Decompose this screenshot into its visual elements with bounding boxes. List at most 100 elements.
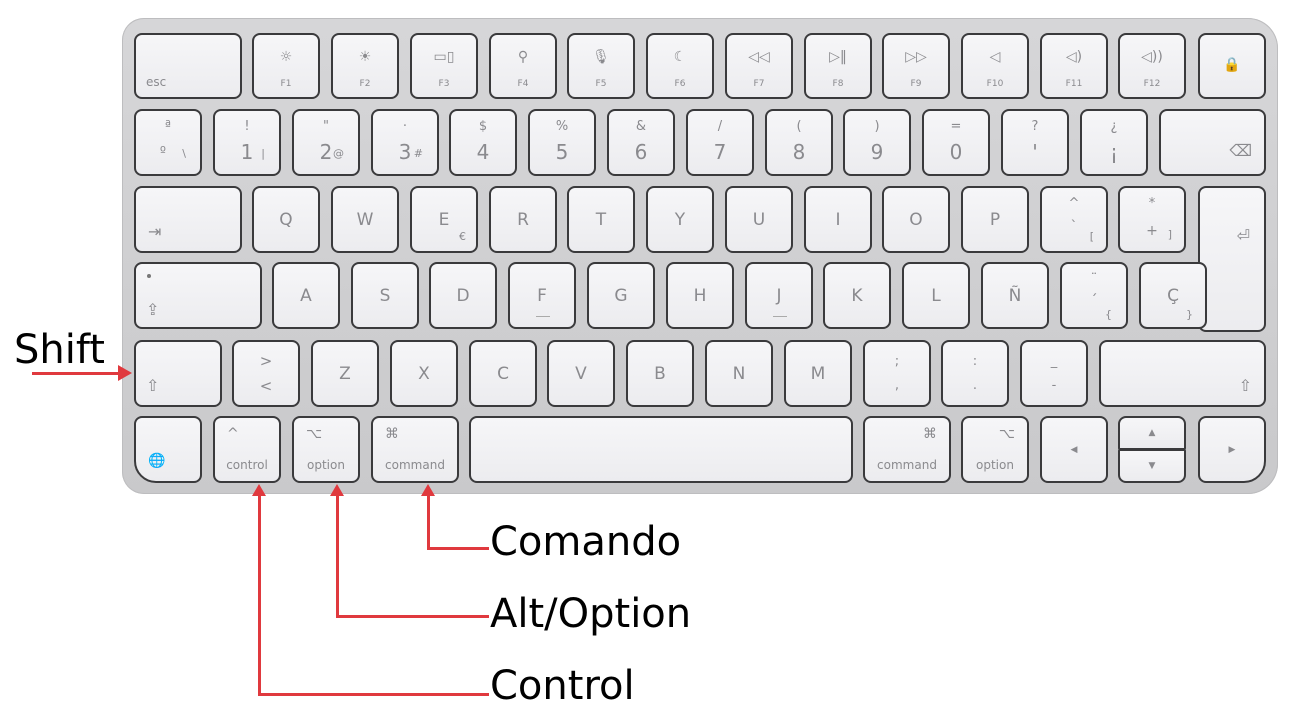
key-arrow-up[interactable]: ▲ — [1118, 416, 1186, 450]
key-underscore[interactable]: _- — [1020, 340, 1088, 407]
arrow-up-icon: ▲ — [1148, 428, 1156, 438]
key-bottom-char: - — [1051, 378, 1057, 393]
key-number-4[interactable]: $4 — [449, 109, 517, 176]
key-number-12[interactable]: ¿¡ — [1080, 109, 1148, 176]
key-f1[interactable]: ☼F1 — [252, 33, 320, 99]
key-caps-lock[interactable]: ⇪ — [134, 262, 262, 329]
key-c-cedilla[interactable]: Ç} — [1139, 262, 1207, 329]
key-angle-brackets[interactable]: >< — [232, 340, 300, 407]
key-shift-right[interactable]: ⇧ — [1099, 340, 1266, 407]
lock-icon: 🔒 — [1223, 57, 1241, 73]
key-s[interactable]: S — [351, 262, 419, 329]
key-colon[interactable]: :. — [941, 340, 1009, 407]
key-top-char: _ — [1050, 354, 1058, 369]
key-arrow-left[interactable]: ◀ — [1040, 416, 1108, 483]
key-letter: M — [810, 363, 826, 384]
key-tab[interactable]: ⇥ — [134, 186, 242, 253]
key-option-left[interactable]: ⌥option — [292, 416, 360, 483]
key-arrow-down[interactable]: ▼ — [1118, 449, 1186, 483]
key-number-2[interactable]: "2@ — [292, 109, 360, 176]
key-f2[interactable]: ☀F2 — [331, 33, 399, 99]
key-lock[interactable]: 🔒 — [1198, 33, 1266, 99]
key-q[interactable]: Q — [252, 186, 320, 253]
key-letter: P — [989, 209, 1001, 230]
key-option-right[interactable]: ⌥option — [961, 416, 1029, 483]
key-grave-bracket[interactable]: ^`[ — [1040, 186, 1108, 253]
key-f6[interactable]: ☾F6 — [646, 33, 714, 99]
key-top-char: ; — [894, 354, 900, 369]
key-number-9[interactable]: )9 — [843, 109, 911, 176]
key-bottom-char: º — [159, 145, 167, 160]
key-x[interactable]: X — [390, 340, 458, 407]
key-f[interactable]: F — [508, 262, 576, 329]
key-r[interactable]: R — [489, 186, 557, 253]
key-globe[interactable]: 🌐 — [134, 416, 202, 483]
arrow-left-icon: ◀ — [1070, 444, 1078, 455]
key-plus-bracket[interactable]: *+] — [1118, 186, 1186, 253]
key-shift-left[interactable]: ⇧ — [134, 340, 222, 407]
key-t[interactable]: T — [567, 186, 635, 253]
option-symbol-icon: ⌥ — [306, 426, 323, 442]
key-accent-brace[interactable]: ¨´{ — [1060, 262, 1128, 329]
key-f5[interactable]: 🎙F5 — [567, 33, 635, 99]
key-top-char: ¨ — [1090, 272, 1098, 287]
key-number-5[interactable]: %5 — [528, 109, 596, 176]
key-b[interactable]: B — [626, 340, 694, 407]
command-symbol-icon: ⌘ — [923, 426, 937, 442]
key-bottom-char: ¡ — [1109, 140, 1119, 164]
key-command-right[interactable]: ⌘command — [863, 416, 951, 483]
key-y[interactable]: Y — [646, 186, 714, 253]
key-return[interactable]: ⏎ — [1198, 186, 1266, 332]
key-m[interactable]: M — [784, 340, 852, 407]
key-j[interactable]: J — [745, 262, 813, 329]
key-p[interactable]: P — [961, 186, 1029, 253]
key-i[interactable]: I — [804, 186, 872, 253]
key-number-11[interactable]: ?' — [1001, 109, 1069, 176]
key-control[interactable]: ^control — [213, 416, 281, 483]
key-n[interactable]: N — [705, 340, 773, 407]
key-semicolon[interactable]: ;, — [863, 340, 931, 407]
key-number-1[interactable]: !1| — [213, 109, 281, 176]
key-arrow-right[interactable]: ▶ — [1198, 416, 1266, 483]
key-l[interactable]: L — [902, 262, 970, 329]
key-f8[interactable]: ▷‖F8 — [804, 33, 872, 99]
key-number-8[interactable]: (8 — [765, 109, 833, 176]
key-letter: L — [931, 285, 941, 306]
key-v[interactable]: V — [547, 340, 615, 407]
key-bottom-char: 2 — [319, 140, 333, 164]
key-alt-char: | — [261, 147, 265, 160]
caps-lock-indicator — [147, 274, 151, 278]
key-o[interactable]: O — [882, 186, 950, 253]
key-g[interactable]: G — [587, 262, 655, 329]
key-number-10[interactable]: =0 — [922, 109, 990, 176]
key-command-left[interactable]: ⌘command — [371, 416, 459, 483]
key-f12[interactable]: ◁))F12 — [1118, 33, 1186, 99]
key-f10[interactable]: ◁F10 — [961, 33, 1029, 99]
key-e[interactable]: E€ — [410, 186, 478, 253]
key-a[interactable]: A — [272, 262, 340, 329]
key-number-6[interactable]: &6 — [607, 109, 675, 176]
key-esc[interactable]: esc — [134, 33, 242, 99]
key-ñ[interactable]: Ñ — [981, 262, 1049, 329]
key-letter: Ç — [1167, 285, 1179, 306]
key-h[interactable]: H — [666, 262, 734, 329]
key-z[interactable]: Z — [311, 340, 379, 407]
key-w[interactable]: W — [331, 186, 399, 253]
key-delete[interactable]: ⌫ — [1159, 109, 1266, 176]
key-space[interactable] — [469, 416, 853, 483]
key-f7[interactable]: ◁◁F7 — [725, 33, 793, 99]
key-u[interactable]: U — [725, 186, 793, 253]
key-f11[interactable]: ◁)F11 — [1040, 33, 1108, 99]
key-k[interactable]: K — [823, 262, 891, 329]
key-number-3[interactable]: ·3# — [371, 109, 439, 176]
brightness-down-icon: ☼ — [279, 49, 293, 65]
key-bottom-char: 9 — [870, 140, 884, 164]
key-f3[interactable]: ▭▯F3 — [410, 33, 478, 99]
key-c[interactable]: C — [469, 340, 537, 407]
key-f4[interactable]: ⚲F4 — [489, 33, 557, 99]
key-alt-char: # — [413, 147, 423, 160]
key-number-7[interactable]: /7 — [686, 109, 754, 176]
key-f9[interactable]: ▷▷F9 — [882, 33, 950, 99]
key-d[interactable]: D — [429, 262, 497, 329]
